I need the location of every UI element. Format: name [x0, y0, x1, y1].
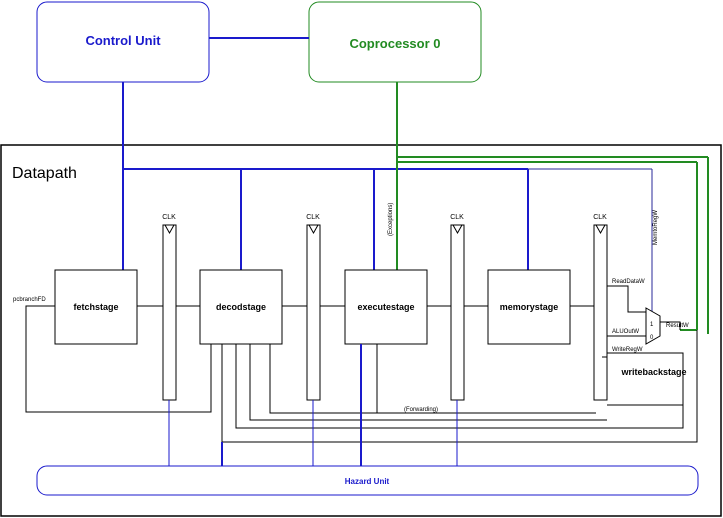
pipeline-register-de: CLK — [306, 214, 321, 401]
clk-label-fd: CLK — [162, 214, 176, 221]
decode-stage-box: decodstage — [199, 269, 283, 345]
forwarding-label: (Forwarding) — [404, 407, 438, 413]
pcbranch-label: pcbranchFD — [13, 297, 46, 303]
memory-stage-label: memorystage — [500, 302, 559, 312]
datapath-label: Datapath — [12, 165, 77, 182]
execute-stage-label: executestage — [357, 302, 414, 312]
execute-stage-box: executestage — [344, 269, 428, 345]
fetch-stage-box: fetchstage — [54, 269, 138, 345]
control-bus — [122, 82, 529, 270]
control-unit-label: Control Unit — [85, 33, 161, 48]
hazard-unit-label: Hazard Unit — [345, 477, 390, 486]
aluout-label: ALUOutW — [612, 329, 639, 335]
pcbranch-loop — [25, 305, 212, 413]
datapath-frame: Datapath — [0, 144, 722, 517]
forwarding-loop — [249, 344, 607, 421]
memory-stage-box: memorystage — [487, 269, 571, 345]
readdata-label: ReadDataW — [612, 279, 645, 285]
writeback-wires — [607, 285, 681, 337]
result-label: ResultW — [666, 323, 689, 329]
writeback-stage-label: writebackstage — [620, 367, 686, 377]
decode-stage-label: decodstage — [216, 302, 266, 312]
coprocessor-bus — [396, 82, 709, 334]
mux-input-one: 1 — [650, 322, 654, 328]
writeback-stage-box — [607, 352, 684, 406]
control-unit-block: Control Unit — [36, 1, 210, 83]
coprocessor-label: Coprocessor 0 — [349, 36, 440, 51]
memtoreg-label: MemtoRegW — [653, 210, 659, 245]
writeback-feedback — [221, 330, 698, 443]
clk-label-de: CLK — [306, 214, 320, 221]
pipeline-register-fd: CLK — [162, 214, 177, 401]
writereg-label: WriteRegW — [612, 347, 643, 353]
exceptions-label: (Exceptions) — [388, 203, 394, 236]
result-mux: 1 0 — [645, 307, 661, 345]
clk-label-em: CLK — [450, 214, 464, 221]
fetch-stage-label: fetchstage — [73, 302, 118, 312]
clk-label-mw: CLK — [593, 214, 607, 221]
mux-input-zero: 0 — [650, 335, 654, 341]
coprocessor-block: Coprocessor 0 — [308, 1, 482, 83]
hazard-unit-block: Hazard Unit — [36, 465, 699, 496]
pipeline-register-em: CLK — [450, 214, 465, 401]
pipeline-register-mw: CLK — [593, 214, 608, 401]
hazard-connections — [168, 400, 458, 466]
memtoreg-line — [528, 168, 653, 322]
hazard-stage-connections — [221, 344, 362, 466]
